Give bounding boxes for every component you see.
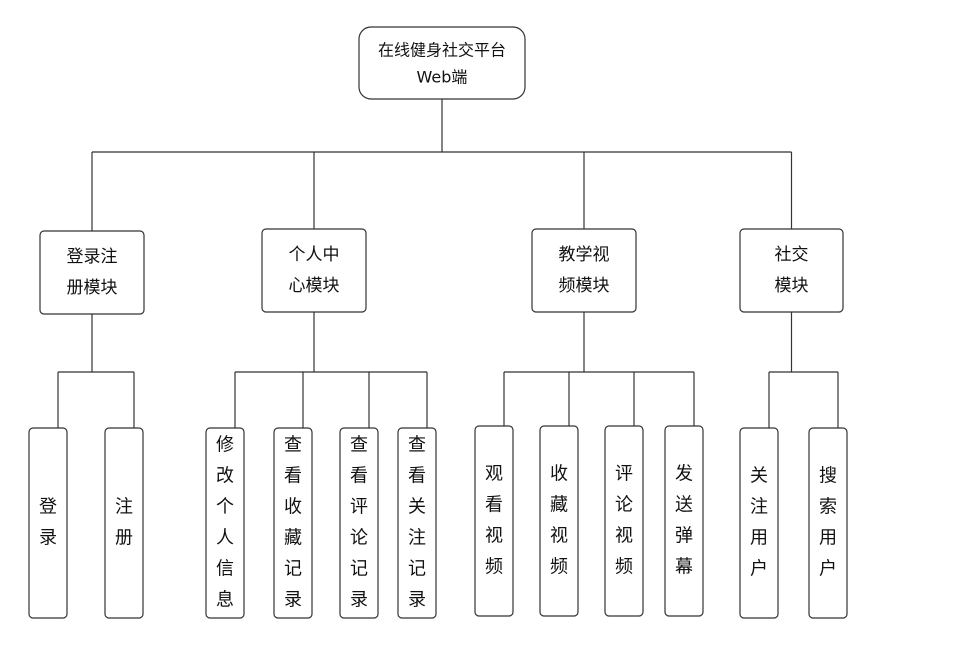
function-node bbox=[474, 425, 514, 617]
function-node-char: 记 bbox=[284, 559, 302, 580]
function-node bbox=[397, 427, 437, 619]
function-node-char: 登 bbox=[39, 497, 57, 518]
function-node-char: 看 bbox=[350, 466, 368, 487]
function-node-char: 看 bbox=[284, 466, 302, 487]
function-node-char: 记 bbox=[408, 559, 426, 580]
function-node-char: 藏 bbox=[550, 495, 568, 516]
module-label-personal-center: 个人中 bbox=[289, 245, 340, 265]
function-node-char: 观 bbox=[485, 464, 503, 485]
function-node-char: 幕 bbox=[675, 557, 693, 578]
function-node-char: 用 bbox=[750, 528, 768, 549]
function-node-char: 注 bbox=[408, 528, 426, 549]
function-node bbox=[339, 427, 379, 619]
root-node-label: Web端 bbox=[417, 68, 468, 87]
function-node-char: 索 bbox=[819, 497, 837, 518]
module-node-social bbox=[739, 228, 844, 313]
module-label-social: 模块 bbox=[775, 276, 809, 296]
function-node-char: 评 bbox=[350, 497, 368, 518]
function-node-char: 录 bbox=[284, 590, 302, 611]
function-node bbox=[205, 427, 245, 619]
function-node bbox=[273, 427, 313, 619]
module-label-teaching-video: 频模块 bbox=[559, 276, 610, 296]
function-node-char: 信 bbox=[216, 559, 234, 580]
function-node-char: 查 bbox=[350, 435, 368, 456]
module-label-personal-center: 心模块 bbox=[289, 276, 340, 296]
function-node-char: 搜 bbox=[819, 466, 837, 487]
connector-lines bbox=[57, 99, 839, 428]
function-node-char: 频 bbox=[485, 557, 503, 578]
function-node-char: 录 bbox=[39, 528, 57, 549]
function-node bbox=[739, 427, 779, 619]
function-node-char: 关 bbox=[750, 466, 768, 487]
function-node-char: 收 bbox=[550, 464, 568, 485]
function-node-char: 视 bbox=[615, 526, 633, 547]
function-node bbox=[664, 425, 704, 617]
function-node-char: 发 bbox=[675, 464, 693, 485]
function-node-char: 看 bbox=[408, 466, 426, 487]
function-node-char: 频 bbox=[550, 557, 568, 578]
module-label-teaching-video: 教学视 bbox=[559, 245, 610, 265]
function-node bbox=[808, 427, 848, 619]
root-node bbox=[358, 26, 526, 100]
module-label-social: 社交 bbox=[775, 245, 809, 265]
function-node bbox=[104, 427, 144, 619]
function-node-char: 收 bbox=[284, 497, 302, 518]
function-node-char: 视 bbox=[485, 526, 503, 547]
function-node-char: 弹 bbox=[675, 526, 693, 547]
function-node-char: 注 bbox=[750, 497, 768, 518]
function-node-char: 关 bbox=[408, 497, 426, 518]
function-node-char: 息 bbox=[216, 590, 234, 611]
function-node-char: 查 bbox=[408, 435, 426, 456]
module-node-personal-center bbox=[261, 228, 367, 313]
function-node-char: 注 bbox=[115, 497, 133, 518]
function-node-char: 论 bbox=[350, 528, 368, 549]
function-node-char: 评 bbox=[615, 464, 633, 485]
function-node-char: 改 bbox=[216, 466, 234, 487]
function-node-char: 记 bbox=[350, 559, 368, 580]
function-node-char: 查 bbox=[284, 435, 302, 456]
function-node-char: 个 bbox=[216, 497, 234, 518]
module-node-login-register bbox=[39, 230, 145, 315]
function-node-char: 送 bbox=[675, 495, 693, 516]
function-node bbox=[539, 425, 579, 617]
function-node-char: 册 bbox=[115, 528, 133, 549]
module-node-teaching-video bbox=[531, 228, 637, 313]
function-node bbox=[604, 425, 644, 617]
function-node-char: 藏 bbox=[284, 528, 302, 549]
diagram-nodes: 在线健身社交平台Web端登录注册模块登录注册个人中心模块修改个人信息查看收藏记录… bbox=[28, 26, 848, 619]
root-node-label: 在线健身社交平台 bbox=[378, 41, 506, 60]
function-node-char: 用 bbox=[819, 528, 837, 549]
function-node-char: 户 bbox=[819, 559, 837, 580]
function-node-char: 看 bbox=[485, 495, 503, 516]
function-node-char: 论 bbox=[615, 495, 633, 516]
function-node-char: 户 bbox=[750, 559, 768, 580]
function-node-char: 人 bbox=[216, 528, 234, 549]
function-node-char: 视 bbox=[550, 526, 568, 547]
function-node-char: 修 bbox=[216, 435, 234, 456]
function-node-char: 录 bbox=[350, 590, 368, 611]
function-node-char: 录 bbox=[408, 590, 426, 611]
function-node bbox=[28, 427, 68, 619]
module-label-login-register: 登录注 bbox=[67, 247, 118, 267]
module-label-login-register: 册模块 bbox=[67, 278, 118, 298]
function-node-char: 频 bbox=[615, 557, 633, 578]
